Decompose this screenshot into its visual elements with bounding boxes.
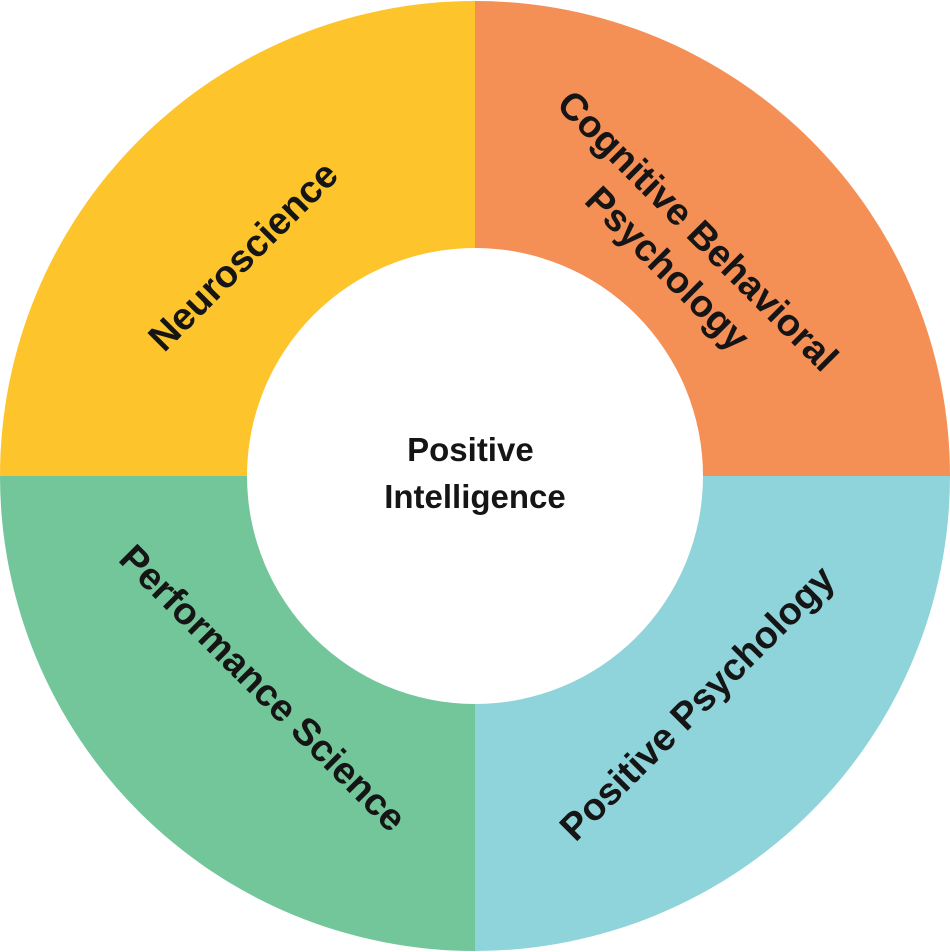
center-circle: [247, 248, 703, 704]
center-title: Positive Intelligence: [384, 431, 566, 515]
